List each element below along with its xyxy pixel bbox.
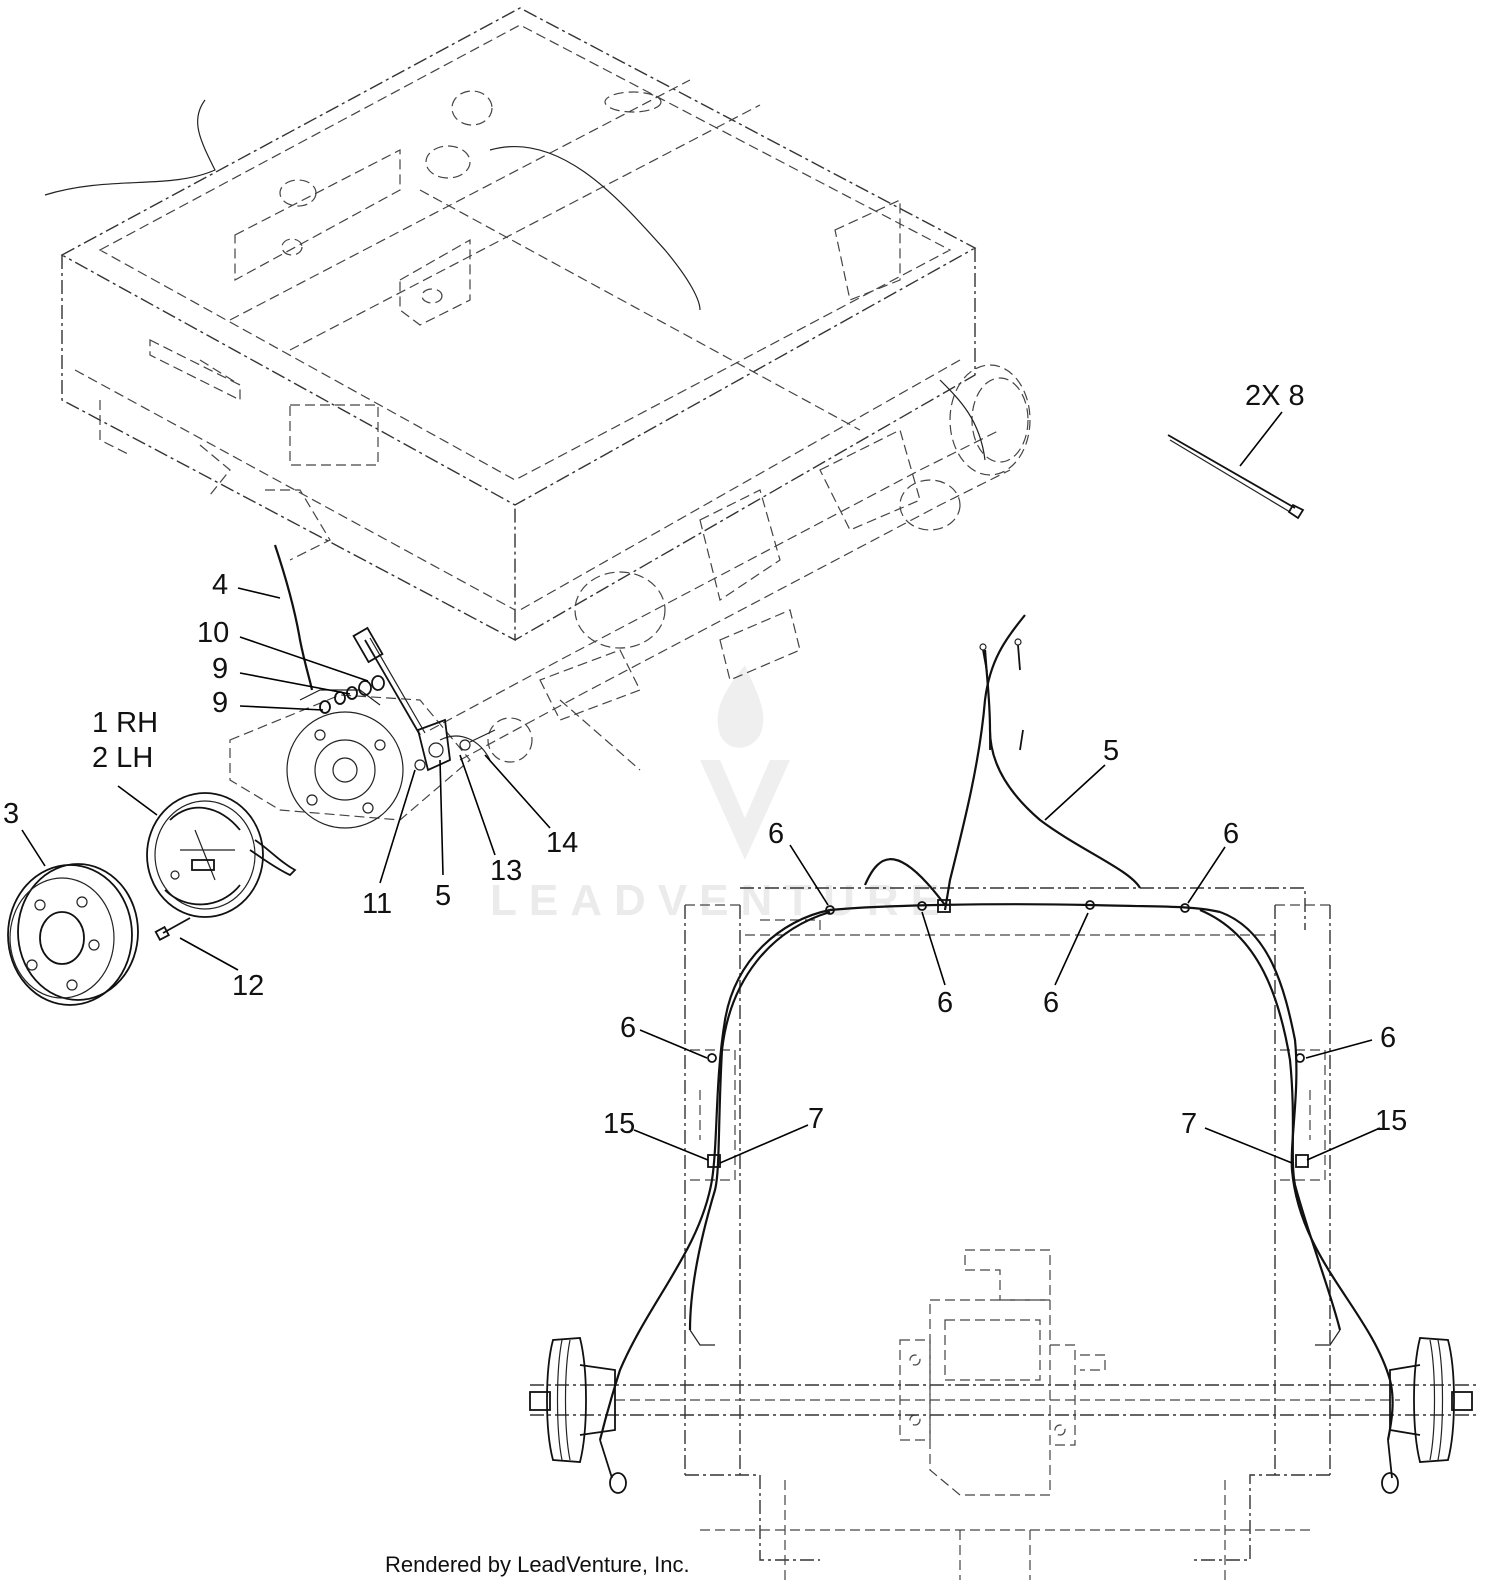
watermark-logo: LEADVENTURE	[490, 665, 952, 925]
watermark-text: LEADVENTURE	[490, 876, 952, 925]
right-wheel-drum	[1389, 1337, 1473, 1463]
callout-2x8: 2X 8	[1245, 380, 1305, 412]
callout-9-lower: 9	[212, 687, 228, 719]
callout-leaders	[21, 411, 1381, 1164]
chassis-frame	[44, 7, 977, 642]
axle-tube	[530, 1384, 1480, 1416]
actuator-rod	[352, 626, 496, 772]
callout-3: 3	[3, 798, 19, 830]
transaxle	[899, 1249, 1106, 1496]
callout-2-lh: 2 LH	[92, 742, 153, 774]
brake-drum	[7, 863, 139, 1006]
left-wheel-drum	[529, 1337, 616, 1463]
callout-6-mid-left: 6	[937, 987, 953, 1019]
callout-5-lower: 5	[1103, 735, 1119, 767]
upper-axle-assembly	[429, 364, 1031, 771]
callout-15-left: 15	[603, 1108, 635, 1140]
hub-assembly	[229, 689, 491, 829]
callout-labels: 2X 8 4 10 9 9 1 RH 2 LH 3 11 5 13 14 12 …	[3, 380, 1407, 1140]
callout-11: 11	[362, 888, 392, 920]
hardware-washers	[319, 675, 385, 714]
brake-cable-5	[598, 614, 1399, 1494]
callout-4: 4	[212, 569, 228, 601]
brake-shoe-assembly	[146, 792, 297, 918]
bolt-12	[154, 917, 191, 941]
callout-6-side-right: 6	[1380, 1022, 1396, 1054]
cable-4	[273, 544, 314, 691]
callout-15-right: 15	[1375, 1105, 1407, 1137]
callout-6-side-left: 6	[620, 1012, 636, 1044]
callout-14: 14	[546, 827, 578, 859]
callout-7-left: 7	[808, 1103, 824, 1135]
callout-12: 12	[232, 970, 264, 1002]
callout-1-rh: 1 RH	[92, 707, 158, 739]
callout-6-top-left: 6	[768, 818, 784, 850]
callout-10: 10	[197, 617, 229, 649]
callout-7-right: 7	[1181, 1108, 1197, 1140]
callout-9-upper: 9	[212, 653, 228, 685]
callout-6-top-right: 6	[1223, 818, 1239, 850]
footer-credit: Rendered by LeadVenture, Inc.	[385, 1552, 690, 1577]
callout-6-mid-right: 6	[1043, 987, 1059, 1019]
callout-13: 13	[490, 855, 522, 887]
lower-frame	[684, 887, 1331, 1580]
cable-tie	[1167, 434, 1305, 520]
callout-5-upper: 5	[435, 880, 451, 912]
